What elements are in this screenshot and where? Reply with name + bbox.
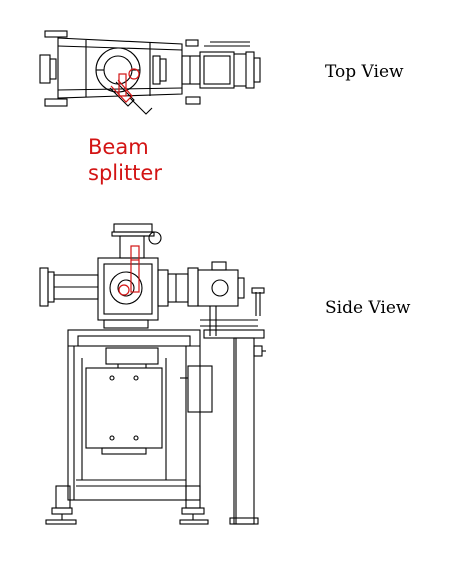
callout-line-2: splitter (88, 161, 162, 185)
beam-splitter-callout: Beam splitter (88, 134, 162, 186)
top-view-label: Top View (325, 62, 404, 82)
side-view-drawing (39, 223, 266, 525)
side-view-label: Side View (325, 298, 411, 318)
top-view-drawing (39, 30, 261, 115)
callout-line-1: Beam (88, 135, 149, 159)
